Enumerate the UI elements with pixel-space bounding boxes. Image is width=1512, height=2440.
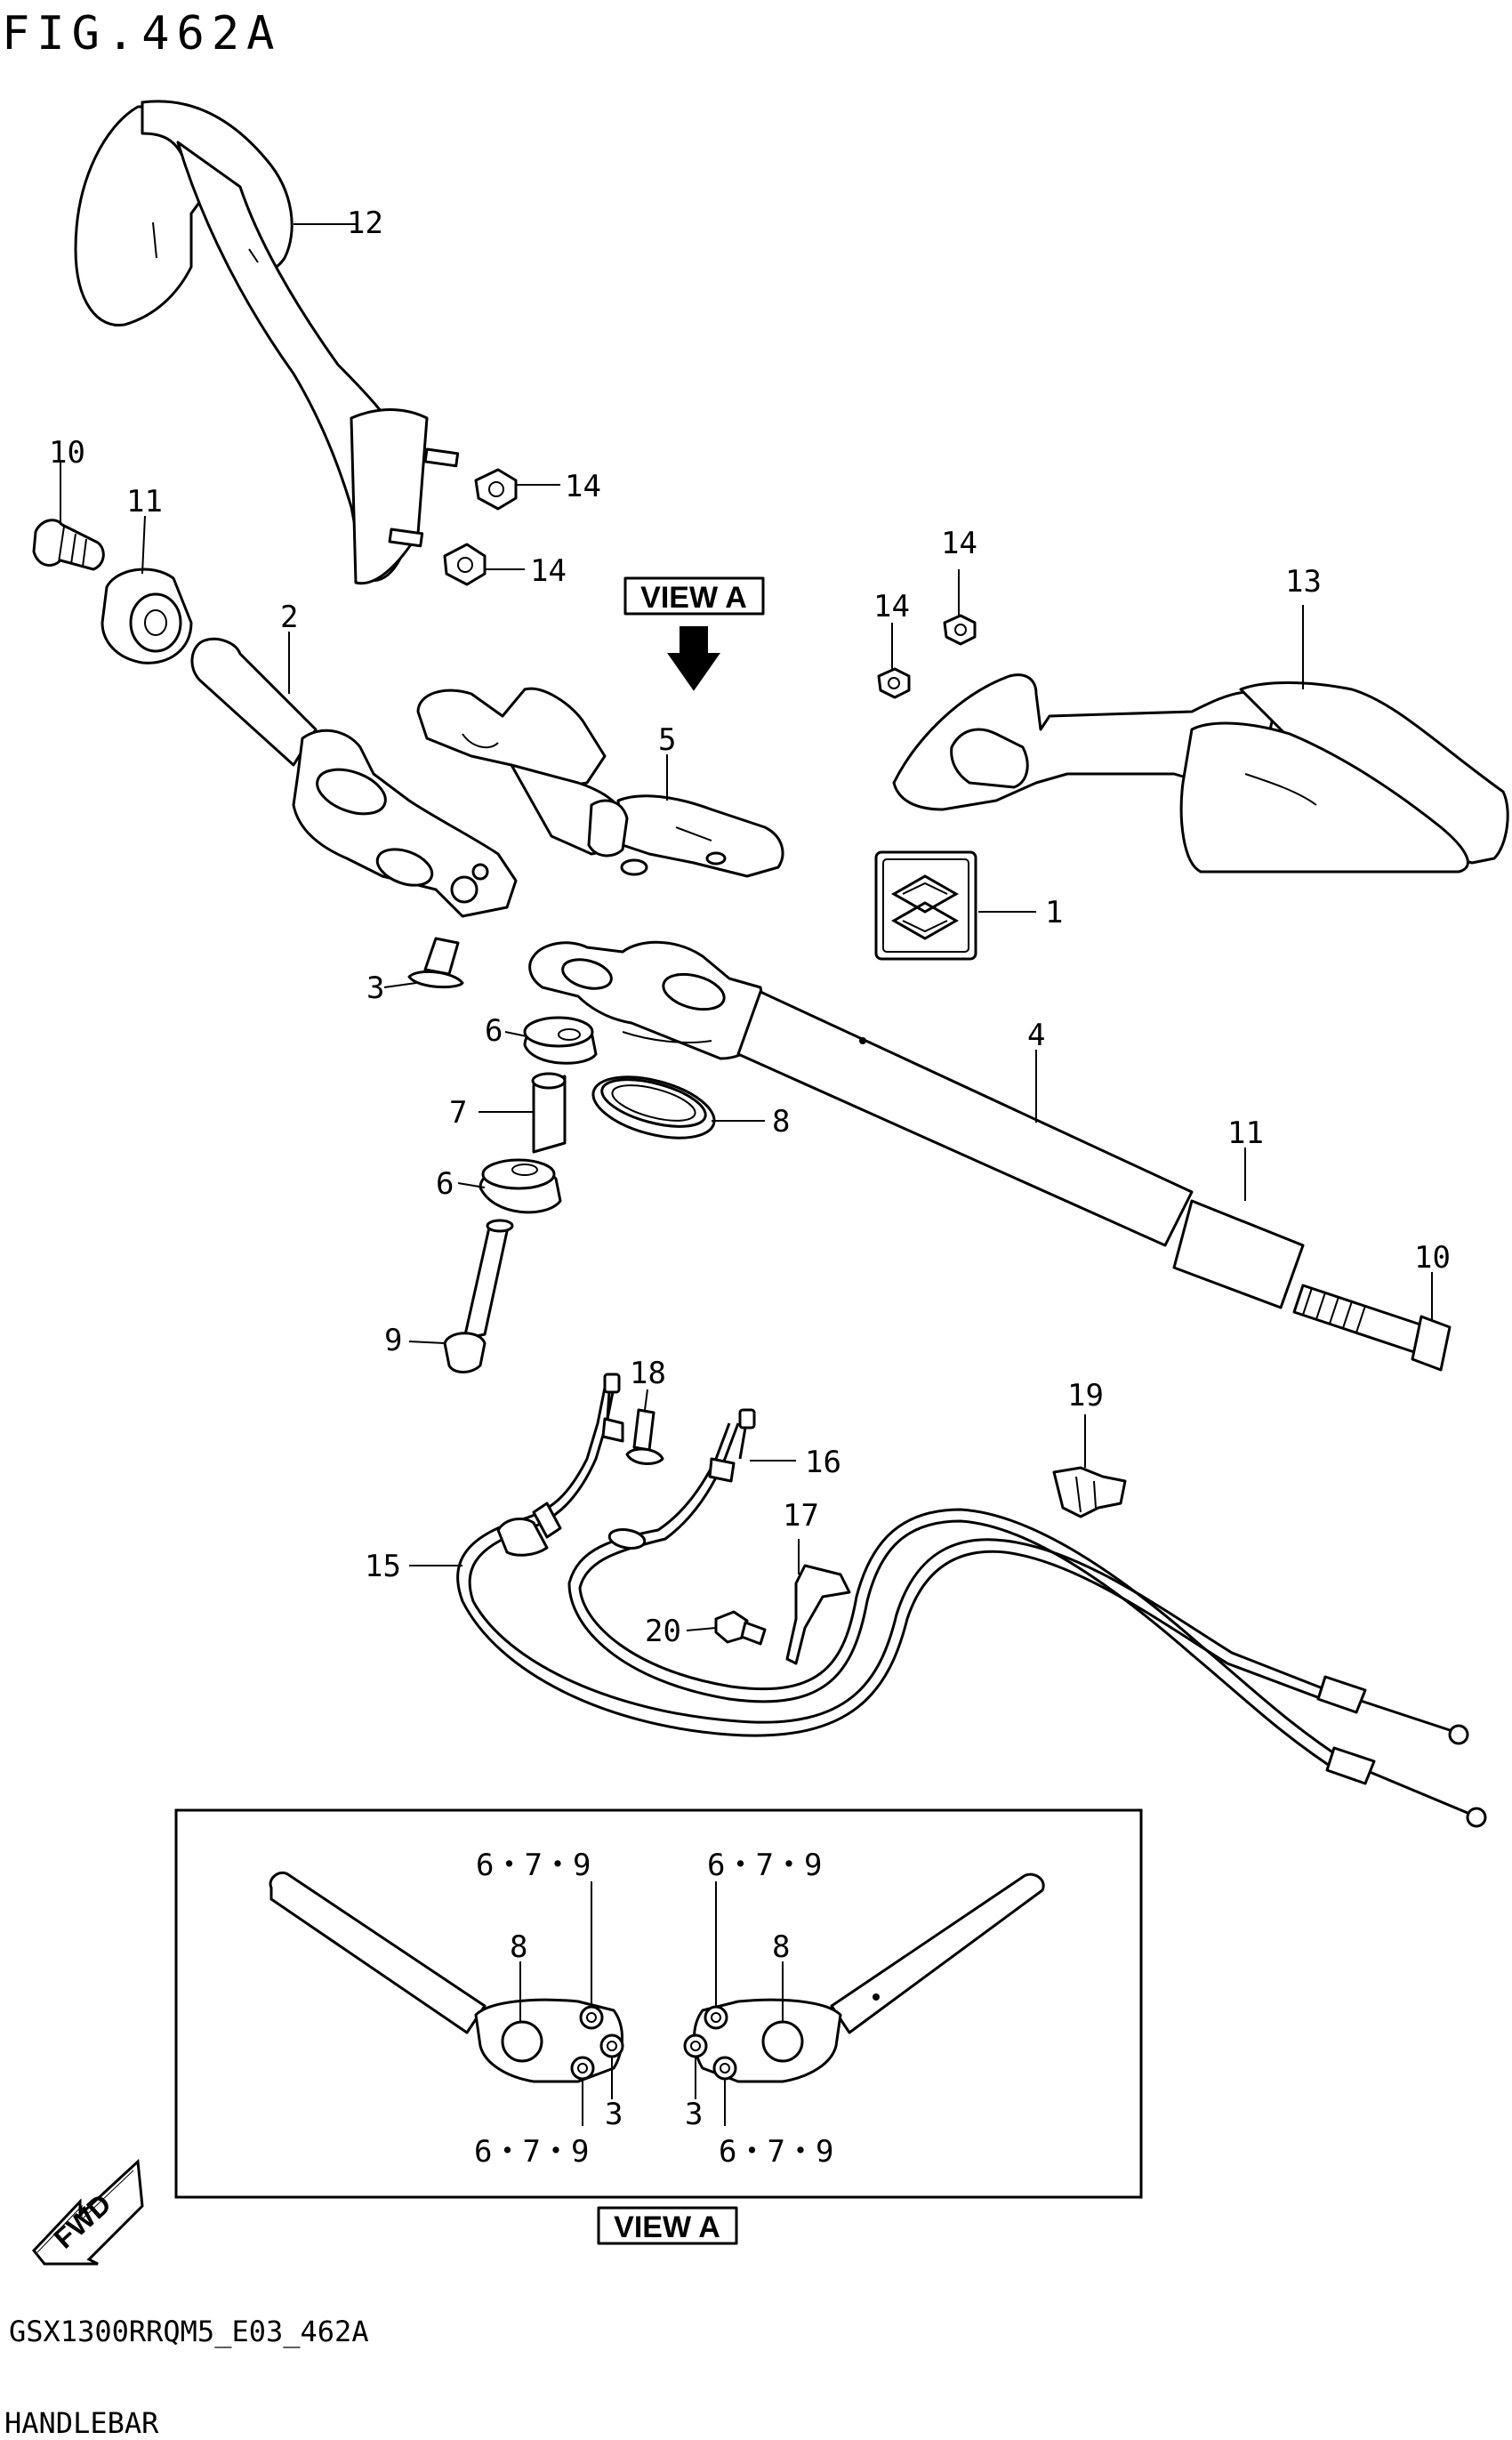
callout-1: 1	[1045, 895, 1063, 930]
callout-2: 2	[280, 600, 298, 635]
callout-13: 13	[1285, 564, 1322, 600]
part-11-bar-end-weight-left	[101, 568, 193, 664]
callout-12: 12	[347, 205, 383, 241]
callout-16: 16	[805, 1445, 841, 1480]
part-3-screw	[407, 937, 464, 989]
part-6-lower-collar	[479, 1158, 562, 1214]
view-a-detail-label: VIEW A	[614, 2210, 720, 2244]
view-a-marker: VIEW A	[623, 576, 765, 691]
callout-18: 18	[630, 1356, 666, 1391]
view-a-callout-left-bottom: 6・7・9	[474, 2134, 589, 2170]
view-a-detail-box: 6・7・9 6・7・9 8 8 3 3 6・7・9 6・7・9	[174, 1808, 1143, 2199]
part-14-nut-lower	[443, 543, 487, 586]
callout-4: 4	[1027, 1018, 1045, 1053]
part-5-right-handlebar-holder	[416, 687, 784, 878]
callout-15: 15	[365, 1549, 401, 1584]
part-14-nut-upper	[474, 468, 518, 511]
part-19-clamp	[1052, 1466, 1127, 1518]
callout-6b: 6	[436, 1166, 454, 1202]
callout-17: 17	[783, 1498, 819, 1534]
fwd-direction-icon: FWD	[32, 2158, 144, 2266]
callout-10a: 10	[49, 435, 85, 471]
callout-19: 19	[1067, 1378, 1104, 1413]
callout-labels: 12 14 14 10 11 2 5 14 14 13 1 4 3 6 7 8 …	[49, 205, 1451, 1649]
view-a-left-bar	[269, 1871, 624, 2083]
callout-10b: 10	[1414, 1240, 1451, 1276]
model-code: GSX1300RRQM5_E03_462A	[9, 2315, 369, 2348]
callout-8: 8	[772, 1104, 790, 1139]
part-14-nut-right-b	[877, 667, 911, 699]
callout-6a: 6	[485, 1013, 503, 1049]
part-13-right-mirror	[892, 673, 1509, 874]
part-14-nut-right-a	[943, 614, 977, 646]
callout-9: 9	[384, 1323, 402, 1358]
part-10-end-bolt-right	[1292, 1284, 1452, 1372]
view-a-callout-right-bottom: 6・7・9	[719, 2134, 833, 2170]
part-2-left-handlebar	[190, 637, 518, 918]
part-11-bar-end-weight-right	[1172, 1199, 1305, 1309]
view-a-callout-right-3: 3	[685, 2097, 703, 2132]
view-a-callout-left-3: 3	[605, 2097, 623, 2132]
section-name: HANDLEBAR	[4, 2406, 159, 2440]
part-9-long-bolt	[443, 1219, 514, 1373]
part-7-spacer	[531, 1072, 567, 1154]
callout-14c: 14	[941, 526, 977, 561]
part-10-end-bolt-left	[32, 519, 105, 571]
callout-5: 5	[658, 722, 676, 758]
callout-14b: 14	[530, 553, 567, 589]
callout-11a: 11	[126, 484, 163, 519]
view-a-callout-left-8: 8	[510, 1929, 527, 1965]
callout-7: 7	[449, 1095, 467, 1131]
view-a-callout-right-8: 8	[772, 1929, 790, 1965]
view-a-right-bar	[683, 1872, 1045, 2083]
view-a-detail-label-box: VIEW A	[597, 2206, 738, 2245]
view-a-callout-right-top: 6・7・9	[707, 1848, 822, 1883]
part-15-16-throttle-cables	[456, 1373, 1487, 1828]
part-6-upper-collar	[523, 1016, 598, 1065]
part-17-bracket	[785, 1564, 851, 1665]
part-8-grommet	[591, 1075, 716, 1139]
view-a-label: VIEW A	[640, 581, 747, 615]
callout-14d: 14	[873, 589, 910, 624]
callout-20: 20	[645, 1614, 681, 1649]
part-4-right-handlebar	[528, 940, 1194, 1247]
part-20-bolt	[714, 1610, 767, 1646]
view-a-callout-left-top: 6・7・9	[476, 1848, 591, 1883]
callout-leaders	[60, 223, 1433, 1631]
figure-title: FIG.462A	[2, 7, 281, 60]
part-18-screw	[625, 1408, 664, 1465]
callout-14a: 14	[565, 469, 601, 504]
callout-11b: 11	[1227, 1115, 1264, 1151]
part-1-emblem	[874, 850, 977, 961]
part-12-left-mirror	[74, 100, 460, 585]
callout-3: 3	[366, 970, 384, 1006]
